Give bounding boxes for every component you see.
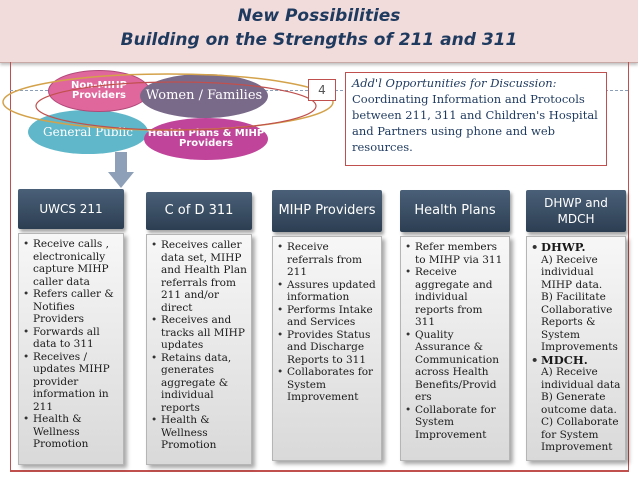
list-item: Health & Wellness Promotion bbox=[151, 414, 247, 452]
orbit-rings bbox=[2, 73, 334, 131]
oval-health-plans: Health Plans & MIHP Providers bbox=[144, 118, 268, 160]
title-banner bbox=[0, 0, 638, 63]
list-item: Receives and tracks all MIHP updates bbox=[151, 314, 247, 352]
dhwp-line: B) Facilitate Collaborative Reports & Sy… bbox=[541, 291, 618, 353]
mdch-label: MDCH. bbox=[541, 352, 588, 367]
list-item: Collaborate for System Improvement bbox=[405, 404, 505, 442]
bottom-rule bbox=[10, 470, 629, 472]
list-item: Quality Assurance & Communication across… bbox=[405, 329, 505, 404]
dhwp-line: A) Receive individual MIHP data. bbox=[541, 253, 603, 291]
right-rule bbox=[628, 62, 629, 472]
slide-number-badge: 4 bbox=[308, 79, 336, 101]
list-item: Performs Intake and Services bbox=[277, 304, 377, 329]
column-body-c-of-d-311: Receives caller data set, MIHP and Healt… bbox=[146, 234, 252, 465]
column-body-health-plans: Refer members to MIHP via 311 Receive ag… bbox=[400, 236, 510, 461]
list-item: Receives caller data set, MIHP and Healt… bbox=[151, 239, 247, 314]
list-item: Receive referrals from 211 bbox=[277, 241, 377, 279]
discussion-heading: Add'l Opportunities for Discussion: bbox=[352, 76, 557, 90]
list-item: Retains data, generates aggregate & indi… bbox=[151, 352, 247, 415]
discussion-box: Add'l Opportunities for Discussion: Coor… bbox=[345, 72, 607, 166]
list-item: Assures updated information bbox=[277, 279, 377, 304]
column-header-dhwp-mdch: DHWP and MDCH bbox=[526, 190, 626, 232]
discussion-body: Coordinating Information and Protocols b… bbox=[352, 92, 598, 154]
list-item-dhwp: DHWP. bbox=[531, 241, 621, 254]
list-item: Forwards all data to 311 bbox=[23, 326, 119, 351]
list-item: Receives / updates MIHP provider informa… bbox=[23, 351, 119, 414]
list-item: Refers caller & Notifies Providers bbox=[23, 288, 119, 326]
oval-general-public: General Public bbox=[28, 110, 148, 154]
page-subtitle: Building on the Strengths of 211 and 311 bbox=[120, 30, 518, 50]
dhwp-label: DHWP. bbox=[541, 240, 586, 254]
list-item: Receive aggregate and individual reports… bbox=[405, 266, 505, 329]
column-header-uwcs-211: UWCS 211 bbox=[18, 189, 124, 229]
column-body-uwcs-211: Receive calls , electronically capture M… bbox=[18, 233, 124, 465]
list-item-mdch: MDCH. bbox=[531, 352, 621, 367]
list-item: Provides Status and Discharge Reports to… bbox=[277, 329, 377, 367]
mdch-line: C) Collaborate for System Improvement bbox=[541, 416, 619, 453]
left-rule bbox=[10, 62, 11, 472]
column-header-mihp-providers: MIHP Providers bbox=[272, 190, 382, 232]
column-header-health-plans: Health Plans bbox=[400, 190, 510, 232]
mdch-line: B) Generate outcome data. bbox=[541, 391, 617, 416]
list-item: Refer members to MIHP via 311 bbox=[405, 241, 505, 266]
oval-women-families: Women / Families bbox=[140, 74, 268, 118]
list-item: Health & Wellness Promotion bbox=[23, 413, 119, 451]
down-arrow-icon bbox=[108, 152, 134, 188]
list-item: Collaborates for System Improvement bbox=[277, 366, 377, 404]
column-body-mihp-providers: Receive referrals from 211 Assures updat… bbox=[272, 236, 382, 461]
column-header-c-of-d-311: C of D 311 bbox=[146, 192, 252, 230]
page-title: New Possibilities bbox=[237, 6, 401, 26]
list-item: Receive calls , electronically capture M… bbox=[23, 238, 119, 288]
column-body-dhwp-mdch: DHWP. A) Receive individual MIHP data. B… bbox=[526, 236, 626, 461]
mdch-line: A) Receive individual data bbox=[541, 366, 621, 391]
